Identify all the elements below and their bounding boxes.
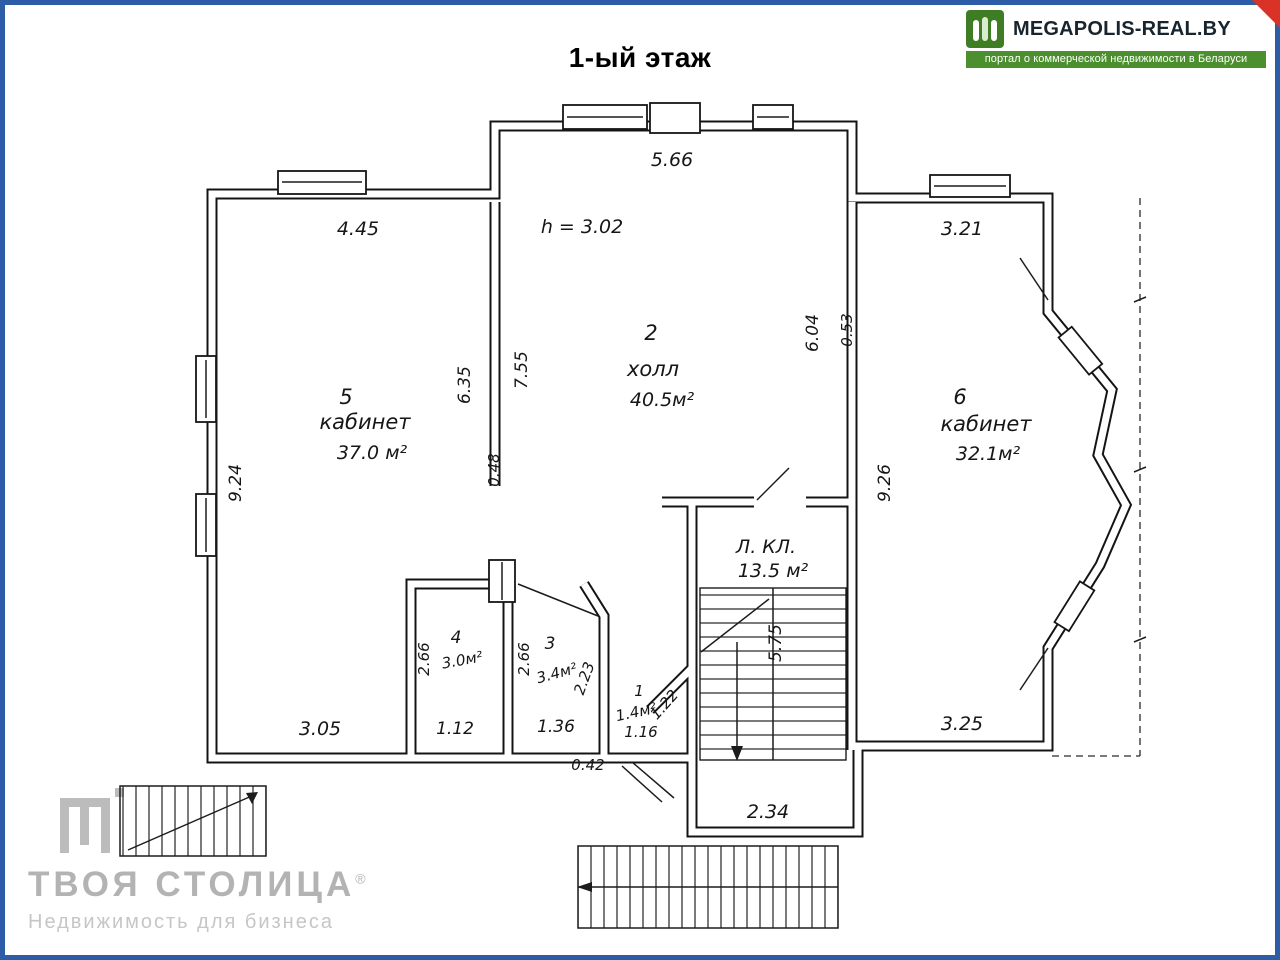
dim-room5-top: 4.45 [337,218,379,240]
door-swing-room6-top [1019,257,1049,301]
door-swing-room6-bottom [1019,647,1049,691]
dim-room3-width: 1.36 [537,717,575,737]
door-swing-room3 [517,583,599,617]
dim-room6-top: 3.21 [941,218,983,240]
dim-room4-width: 1.12 [436,719,474,739]
dim-top-width: 5.66 [651,149,693,171]
megapolis-building-icon [966,10,1004,48]
dim-room5-height: 9.24 [226,464,246,502]
dim-room5-bottom: 3.05 [299,718,341,740]
room1-area: 1.4м² [614,699,658,725]
entry-door-line-2 [621,765,663,803]
megapolis-name: MEGAPOLIS-REAL.BY [1013,17,1231,40]
stairwell-area: 13.5 м² [738,560,809,582]
room2-number: 2 [644,321,657,345]
walls-layer [206,120,1133,838]
room1-number: 1 [634,682,644,700]
tvoya-stolitsa-watermark: ТВОЯ СТОЛИЦА® Недвижимость для бизнеса [28,788,370,934]
door-swing-stairwell [756,467,790,501]
dim-stair-length: 5.75 [766,624,786,662]
room-labels-layer: 5 кабинет 37.0 м² 2 холл 40.5м² 6 кабине… [319,321,1032,725]
entry-door-line-1 [631,761,675,799]
watermark-tagline: Недвижимость для бизнеса [28,911,334,933]
dim-ceiling-height: h = 3.02 [541,216,623,238]
dim-room1-width: 1.16 [624,723,657,741]
room6-number: 6 [953,385,966,409]
bay-window-lower [1053,580,1096,633]
room5-name: кабинет [319,410,411,434]
megapolis-logo-row: MEGAPOLIS-REAL.BY [966,10,1266,48]
room2-area: 40.5м² [630,389,695,411]
dim-stair-width: 2.34 [747,801,789,823]
dim-step: 0.42 [571,756,604,774]
room3-number: 3 [545,634,556,654]
details-layer [517,198,1147,803]
megapolis-tagline: портал о коммерческой недвижимости в Бел… [966,51,1266,68]
room6-area: 32.1м² [956,443,1021,465]
room4-area: 3.0м² [440,648,484,673]
dim-hall-left-a: 6.35 [455,366,475,404]
stair-direction-arrow [731,746,743,761]
room5-number: 5 [339,385,352,409]
dim-wall-gap: 0.53 [838,313,856,346]
bay-window-upper [1057,325,1104,376]
stairs-layer [119,587,847,929]
windows-layer [195,102,1104,633]
watermark-name-text: ТВОЯ СТОЛИЦА [28,865,356,904]
room2-name: холл [626,357,679,381]
room4-number: 4 [451,628,462,648]
dim-room6-height: 9.26 [875,464,895,502]
watermark-name: ТВОЯ СТОЛИЦА® [28,865,370,905]
stairwell-name: Л. КЛ. [735,536,796,558]
registered-mark: ® [355,870,370,887]
page-title: 1-ый этаж [568,42,712,73]
dim-room4-depth: 2.66 [415,642,433,675]
dim-room3-depth: 2.66 [515,642,533,675]
dim-wall-width: 0.48 [485,453,503,486]
dim-hall-left-b: 7.55 [512,351,532,389]
room6-name: кабинет [940,412,1032,436]
room5-area: 37.0 м² [337,442,408,464]
chimney-box [649,102,701,134]
megapolis-logo: MEGAPOLIS-REAL.BY портал о коммерческой … [960,6,1272,68]
dim-hall-right: 6.04 [803,314,823,352]
red-corner-ribbon [1252,0,1280,28]
dimensions-layer: 5.66 h = 3.02 4.45 3.21 6.35 7.55 6.04 0… [226,149,983,823]
dim-room6-bottom: 3.25 [941,713,983,735]
